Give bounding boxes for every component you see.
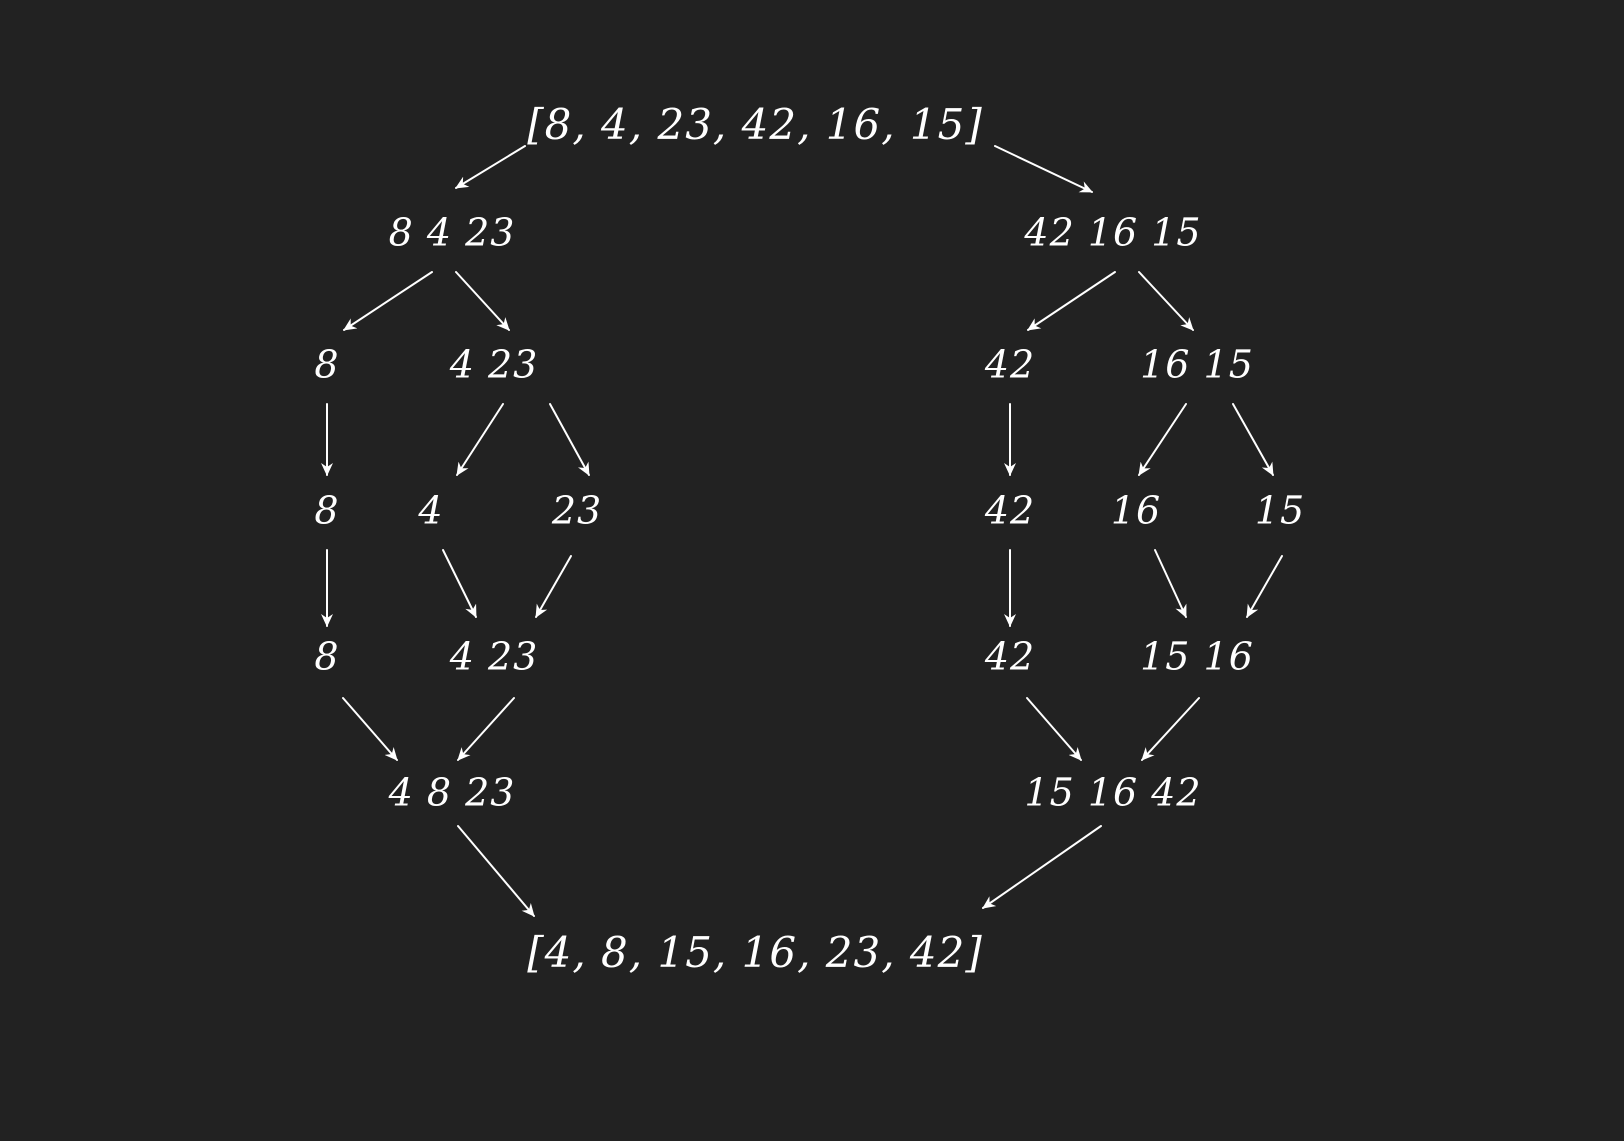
node-R1: 42 16 15 <box>1023 211 1201 255</box>
arrow-R2b-to-R3c <box>1232 403 1274 476</box>
node-L1: 8 4 23 <box>389 211 516 255</box>
node-L3a: 8 <box>314 489 339 533</box>
arrow-R4b-to-R5 <box>1141 697 1200 761</box>
arrow-L2b-to-L3b <box>456 403 504 476</box>
arrow-R1-to-R2a <box>1027 271 1116 331</box>
node-R3c: 15 <box>1255 489 1305 533</box>
arrow-L2b-to-L3c <box>549 403 590 476</box>
arrow-R2b-to-R3b <box>1138 403 1187 476</box>
node-L3b: 4 <box>417 489 443 533</box>
arrow-R3b-to-R4b <box>1154 549 1187 618</box>
edges <box>321 145 1283 917</box>
nodes: [8, 4, 23, 42, 16, 15] 8 4 23 42 16 15 8 4 2… <box>314 100 1305 977</box>
node-L2b: 4 23 <box>449 343 539 387</box>
arrow-L4b-to-L5 <box>457 697 515 761</box>
arrow-R4a-to-R5 <box>1026 697 1082 761</box>
arrow-L3c-to-L4b <box>535 555 572 618</box>
node-R4a: 42 <box>984 635 1035 679</box>
node-L4b: 4 23 <box>449 635 539 679</box>
node-R3b: 16 <box>1111 489 1161 533</box>
arrow-L1-to-L2a <box>343 271 433 331</box>
node-R4b: 15 16 <box>1140 635 1254 679</box>
arrow-R5-to-result <box>982 825 1102 909</box>
node-R2a: 42 <box>984 343 1035 387</box>
node-R5: 15 16 42 <box>1024 771 1201 815</box>
arrow-R3c-to-R4b <box>1246 555 1283 618</box>
arrow-R1-to-R2b <box>1138 271 1194 331</box>
arrow-L4a-to-L5 <box>342 697 398 761</box>
arrow-L5-to-result <box>457 825 535 917</box>
arrow-root-to-L1 <box>455 145 526 189</box>
node-L2a: 8 <box>314 343 339 387</box>
node-R2b: 16 15 <box>1140 343 1254 387</box>
arrow-root-to-R1 <box>994 145 1093 193</box>
arrow-L3b-to-L4b <box>442 549 477 618</box>
node-result: [4, 8, 15, 16, 23, 42] <box>527 928 983 977</box>
arrow-L1-to-L2b <box>455 271 510 331</box>
node-L3c: 23 <box>551 489 602 533</box>
node-L4a: 8 <box>314 635 339 679</box>
node-root: [8, 4, 23, 42, 16, 15] <box>527 100 983 149</box>
node-R3a: 42 <box>984 489 1035 533</box>
node-L5: 4 8 23 <box>388 771 516 815</box>
